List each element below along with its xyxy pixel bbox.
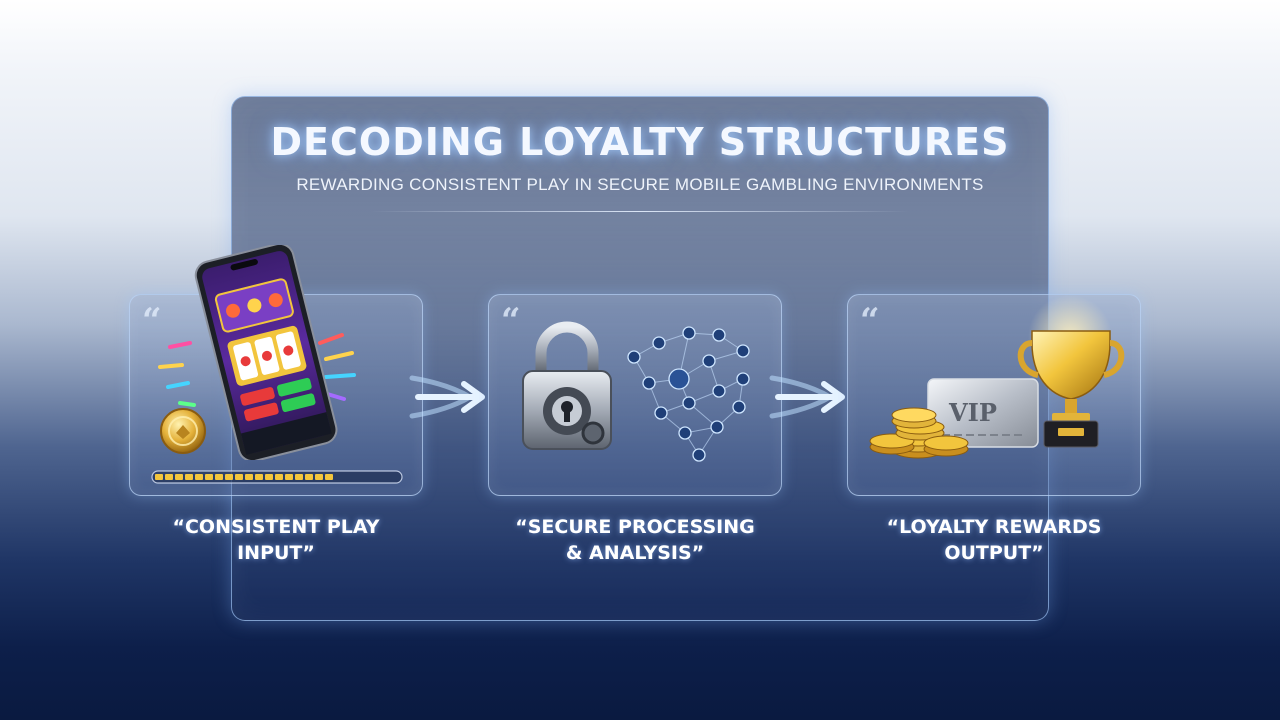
quote-mark-icon: “: [501, 301, 521, 341]
quote-mark-icon: “: [860, 301, 880, 341]
arrow-right-icon: [409, 375, 485, 419]
step-card-processing: “: [488, 294, 782, 496]
arrow-right-icon: [769, 375, 845, 419]
step-label-output: “LOYALTY REWARDS OUTPUT”: [886, 516, 1102, 564]
step-card-output: “ VIP: [847, 294, 1141, 496]
trophy-icon: [1017, 295, 1125, 448]
vip-card-text: VIP: [948, 398, 997, 427]
smartphone-slot-icon: [194, 245, 338, 460]
progress-bar-icon: [151, 470, 403, 484]
quote-mark-icon: “: [142, 301, 162, 341]
padlock-gear-icon: [522, 321, 612, 450]
step-label-input: “CONSISTENT PLAY INPUT”: [172, 516, 380, 564]
page-title: DECODING LOYALTY STRUCTURES: [270, 120, 1010, 164]
step-label-processing: “SECURE PROCESSING & ANALYSIS”: [515, 516, 755, 564]
gold-coin-icon: [160, 408, 206, 454]
title-divider: [370, 211, 910, 212]
gold-coins-stack-icon: [869, 407, 969, 459]
page-subtitle: REWARDING CONSISTENT PLAY IN SECURE MOBI…: [296, 175, 984, 194]
network-graph-icon: [627, 326, 750, 462]
